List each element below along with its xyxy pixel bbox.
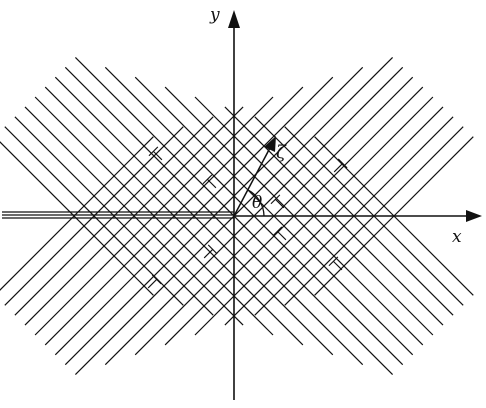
y-axis-label: y [209, 5, 220, 25]
dislocation-symbol: ⊤ [195, 241, 221, 267]
zeta-arrow-icon [264, 136, 276, 152]
x-axis-label: x [452, 227, 462, 247]
dislocation-symbol: ⊤ [325, 253, 351, 279]
slip-line-negative [0, 141, 154, 296]
dislocation-symbol: ⊤ [325, 155, 351, 181]
zeta-vector [233, 136, 276, 217]
slip-line-negative [44, 86, 304, 346]
slip-line-negative [14, 116, 214, 316]
y-axis-arrow-icon [228, 10, 240, 28]
crack-lines [2, 211, 234, 219]
dislocation-symbol: ⊤ [139, 271, 165, 297]
slip-line-negative [4, 126, 184, 306]
theta-arc [247, 189, 265, 217]
dislocation-symbol: ⊤ [199, 171, 225, 197]
zeta-vector-line [233, 145, 272, 217]
theta-label: θ [252, 193, 262, 213]
slip-line-negative [24, 106, 244, 326]
slip-line-negative [54, 76, 334, 356]
y-axis [228, 10, 240, 400]
dislocation-symbol: ⊤ [145, 143, 171, 169]
zeta-label: ζ [276, 142, 287, 163]
dislocation-symbol: ⊤ [269, 223, 295, 249]
x-axis [234, 210, 482, 222]
slip-line-negative [64, 66, 364, 366]
x-axis-arrow-icon [466, 210, 482, 222]
